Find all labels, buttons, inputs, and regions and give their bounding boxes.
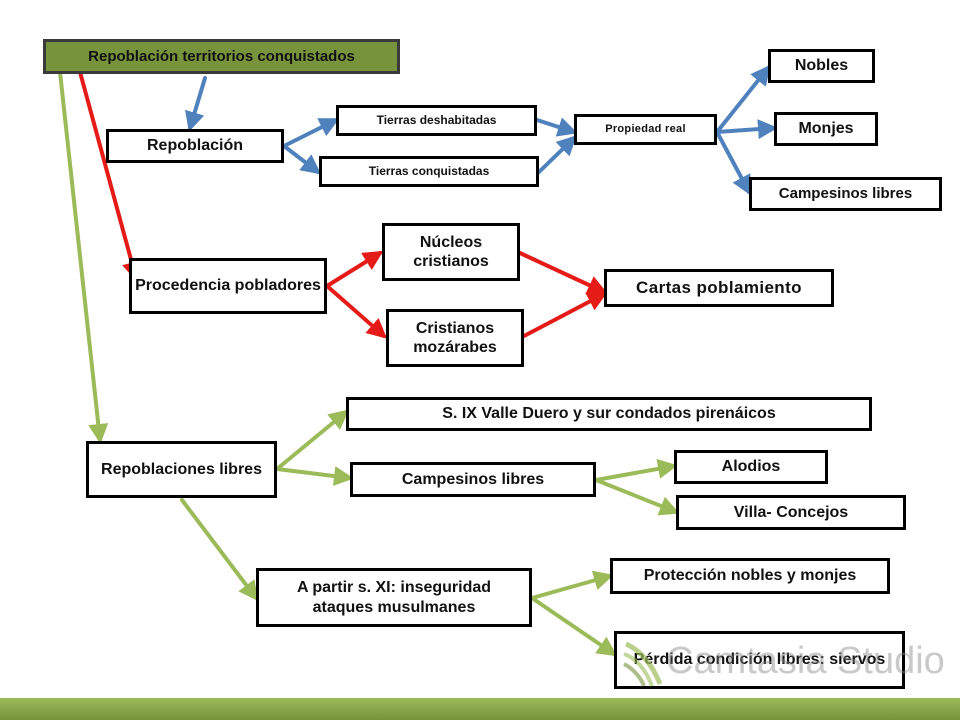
node-alodios: Alodios — [674, 450, 828, 484]
arrow-libres-to-six — [275, 409, 350, 471]
node-procedencia-pobladores: Procedencia pobladores — [129, 258, 327, 314]
arrow-deshabitadas-to-propiedad — [535, 117, 578, 137]
node-monjes: Monjes — [774, 112, 878, 146]
node-campesinos-libres-1: Campesinos libres — [749, 177, 942, 211]
arrow-repoblacion-to-conquistadas — [282, 144, 322, 175]
node-campesinos-libres-2: Campesinos libres — [350, 462, 596, 497]
arrow-apartir-to-proteccion — [530, 570, 614, 600]
node-repoblaciones-libres: Repoblaciones libres — [86, 441, 277, 498]
node-propiedad-real: Propiedad real — [574, 114, 717, 145]
arrow-libres-to-apartir — [180, 498, 259, 602]
node-nobles: Nobles — [768, 49, 875, 83]
arrow-procedencia-to-nucleos — [325, 250, 384, 288]
node-a-partir-s-xi: A partir s. XI: inseguridad ataques musu… — [256, 568, 532, 627]
diagram-title: Repoblación territorios conquistados — [43, 39, 400, 74]
node-nucleos-cristianos: Núcleos cristianos — [382, 223, 520, 281]
arrow-campesinos-to-alodios — [594, 458, 678, 482]
arrow-apartir-to-perdida — [530, 596, 618, 657]
arrow-title-to-repoblaciones-libres — [58, 70, 109, 444]
arrow-propiedad-to-monjes — [715, 119, 778, 140]
arrow-repoblacion-to-deshabitadas — [282, 118, 340, 148]
bottom-bar — [0, 698, 960, 720]
node-tierras-conquistadas: Tierras conquistadas — [319, 156, 539, 187]
node-tierras-deshabitadas: Tierras deshabitadas — [336, 105, 537, 136]
node-proteccion-nobles-monjes: Protección nobles y monjes — [610, 558, 890, 594]
node-s-ix-valle-duero: S. IX Valle Duero y sur condados pirenái… — [346, 397, 872, 431]
arrow-campesinos-to-villa — [594, 478, 680, 516]
arrow-conquistadas-to-propiedad — [537, 135, 577, 174]
arrow-title-to-procedencia — [78, 70, 142, 282]
arrow-libres-to-campesinos — [275, 466, 354, 486]
node-villa-concejos: Villa- Concejos — [676, 495, 906, 530]
node-cristianos-mozarabes: Cristianos mozárabes — [386, 309, 524, 367]
node-cartas-poblamiento: Cartas poblamiento — [604, 269, 834, 307]
arrow-mozarabes-to-cartas — [522, 292, 608, 338]
node-perdida-condicion: Pérdida condición libres: siervos — [614, 631, 905, 689]
arrow-nucleos-to-cartas — [518, 251, 608, 295]
arrow-propiedad-to-nobles — [715, 64, 771, 134]
node-repoblacion: Repoblación — [106, 129, 284, 163]
arrow-procedencia-to-mozarabes — [325, 284, 388, 339]
arrow-title-to-repoblacion — [185, 76, 207, 132]
arrow-propiedad-to-campesinos — [715, 130, 751, 196]
